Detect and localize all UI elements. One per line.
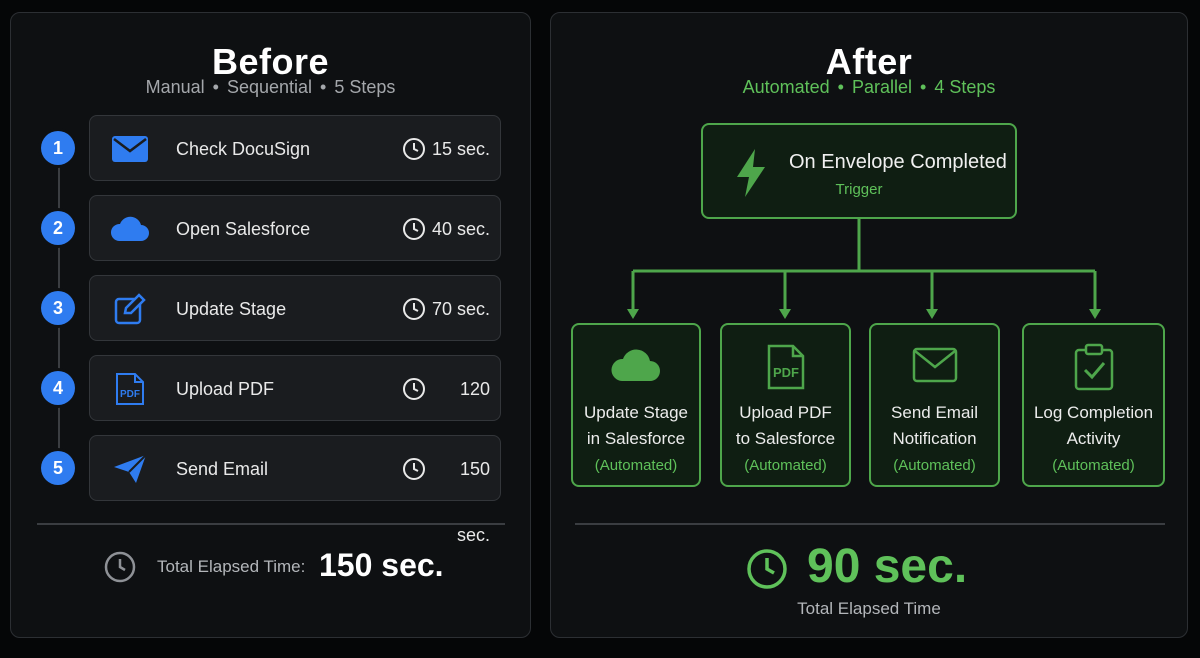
action-line2: Notification xyxy=(892,429,977,448)
subtitle-item: 4 Steps xyxy=(934,77,996,97)
pdf-icon: PDF xyxy=(108,373,152,405)
after-title: After xyxy=(825,41,913,82)
step-card-5: Send Email 150 sec. xyxy=(89,435,501,545)
after-total-label: Total Elapsed Time xyxy=(797,599,941,618)
subtitle-item: Parallel xyxy=(851,77,913,97)
action-card-1: Update Stage in Salesforce (Automated) xyxy=(571,323,701,487)
before-subtitle: Manual•Sequential•5 Steps xyxy=(145,77,396,97)
step-card-1: Check DocuSign 15 sec. xyxy=(89,115,501,181)
trigger-box: On Envelope Completed Trigger xyxy=(701,123,1017,219)
step-number-5: 5 xyxy=(41,451,75,485)
step-time: 150 sec. xyxy=(456,459,490,545)
step-label: Open Salesforce xyxy=(176,219,311,239)
after-divider xyxy=(575,523,1165,525)
trigger-sub: Trigger xyxy=(835,181,883,198)
action-line1: Log Completion xyxy=(1033,403,1154,422)
after-total-value: 90 sec. xyxy=(807,540,968,593)
before-total-value: 150 sec. xyxy=(319,547,444,583)
trigger-connector xyxy=(627,219,1101,319)
after-panel: After Automated•Parallel•4 Steps On Enve… xyxy=(550,12,1188,638)
edit-icon xyxy=(108,293,152,325)
step-number-3: 3 xyxy=(41,291,75,325)
step-time: 15 sec. xyxy=(431,139,490,159)
trigger-title: On Envelope Completed xyxy=(789,151,1007,173)
action-line1: Update Stage xyxy=(584,403,688,422)
step-time: 40 sec. xyxy=(431,219,490,239)
step-label: Send Email xyxy=(176,459,269,479)
action-card-3: Send Email Notification (Automated) xyxy=(869,323,1000,487)
clock-icon xyxy=(403,378,425,400)
action-line2: in Salesforce xyxy=(586,429,686,448)
action-automated: (Automated) xyxy=(893,457,976,474)
step-label: Upload PDF xyxy=(176,379,275,399)
step-label: Update Stage xyxy=(176,299,287,319)
clock-icon xyxy=(403,298,425,320)
step-time: 70 sec. xyxy=(431,299,490,319)
pdf-icon: PDF xyxy=(722,343,849,391)
action-automated: (Automated) xyxy=(1052,457,1135,474)
subtitle-item: 5 Steps xyxy=(334,77,396,97)
step-number-2: 2 xyxy=(41,211,75,245)
subtitle-item: Automated xyxy=(742,77,830,97)
action-line1: Upload PDF xyxy=(739,403,832,422)
action-line2: Activity xyxy=(1066,429,1121,448)
pdf-icon-text: PDF xyxy=(773,365,799,380)
step-card-3: Update Stage 70 sec. xyxy=(89,275,501,341)
cloud-icon xyxy=(108,213,152,245)
clock-icon xyxy=(403,218,425,240)
step-number-1: 1 xyxy=(41,131,75,165)
step-number-4: 4 xyxy=(41,371,75,405)
step-card-4: PDF Upload PDF 120 sec. xyxy=(89,355,501,465)
after-subtitle: Automated•Parallel•4 Steps xyxy=(742,77,996,97)
action-card-4: Log Completion Activity (Automated) xyxy=(1022,323,1165,487)
action-card-2: PDF Upload PDF to Salesforce (Automated) xyxy=(720,323,851,487)
step-card-2: Open Salesforce 40 sec. xyxy=(89,195,501,261)
mail-icon xyxy=(871,343,998,391)
action-automated: (Automated) xyxy=(744,457,827,474)
step-label: Check DocuSign xyxy=(176,139,311,159)
cloud-icon xyxy=(573,343,699,391)
before-panel: Before Manual•Sequential•5 Steps 1 Check… xyxy=(10,12,531,638)
action-line2: to Salesforce xyxy=(735,429,836,448)
send-icon xyxy=(108,453,152,485)
subtitle-item: Manual xyxy=(145,77,205,97)
clipboard-check-icon xyxy=(1024,343,1163,391)
clock-icon xyxy=(403,138,425,160)
before-title: Before xyxy=(211,41,330,82)
mail-icon xyxy=(108,133,152,165)
action-line1: Send Email xyxy=(891,403,978,422)
before-total-label: Total Elapsed Time: xyxy=(157,557,306,576)
lightning-icon xyxy=(737,149,765,197)
action-automated: (Automated) xyxy=(594,457,678,474)
before-divider xyxy=(37,523,505,525)
clock-icon xyxy=(403,458,425,480)
subtitle-item: Sequential xyxy=(226,77,313,97)
clock-icon xyxy=(104,551,136,583)
svg-text:PDF: PDF xyxy=(120,389,140,400)
clock-icon xyxy=(747,549,787,589)
